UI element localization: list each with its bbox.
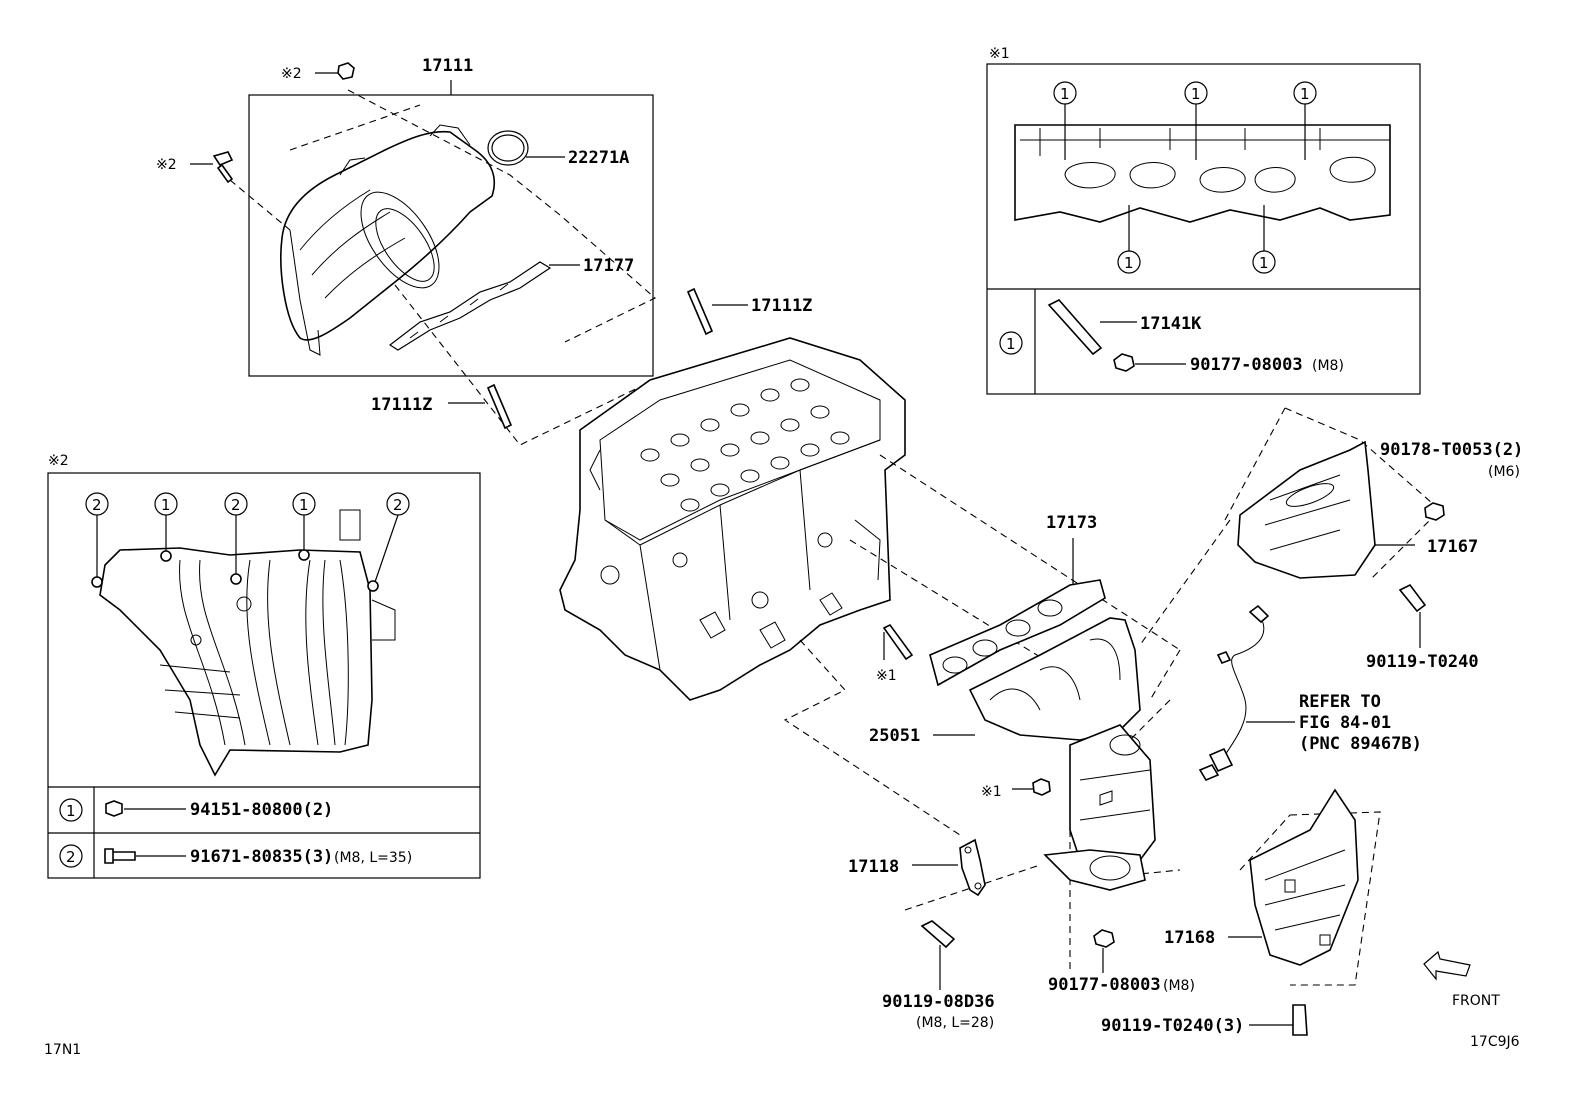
intake-manifold-group: 17111 ※2 ※2 22271A 17177 <box>156 56 656 446</box>
label-17111: 17111 <box>422 56 473 76</box>
label-17177: 17177 <box>583 256 634 276</box>
label-17118: 17118 <box>848 857 899 877</box>
stud-17111Z-group: 17111Z 17111Z <box>371 287 812 430</box>
label-17111Z-right: 17111Z <box>751 296 812 316</box>
note-star2-top: ※2 <box>281 66 302 82</box>
heat-insulator-17167: 17167 <box>1237 440 1478 579</box>
nut-icon <box>105 800 123 817</box>
refer-line-2: FIG 84-01 <box>1299 713 1391 733</box>
note-star2-box: ※2 <box>48 453 69 469</box>
star2-detail-box <box>47 472 481 879</box>
label-17167: 17167 <box>1427 537 1478 557</box>
svg-text:2: 2 <box>393 496 403 514</box>
engine-block-icon <box>559 337 906 701</box>
bracket-17118: 17118 <box>848 838 986 897</box>
svg-text:1: 1 <box>1300 85 1310 103</box>
label-90119-08D36: 90119-08D36 <box>882 992 995 1012</box>
label-17168: 17168 <box>1164 928 1215 948</box>
label-17173: 17173 <box>1046 513 1097 533</box>
svg-text:1: 1 <box>1259 254 1269 272</box>
svg-text:2: 2 <box>66 848 76 866</box>
label-90119-08D36-spec: (M8, L=28) <box>916 1015 994 1031</box>
svg-text:1: 1 <box>161 496 171 514</box>
note-star1-box: ※1 <box>989 46 1010 62</box>
exhaust-gasket-17173: 17173 <box>929 513 1106 687</box>
exhaust-manifold-icon <box>968 617 1156 891</box>
svg-text:2: 2 <box>92 496 102 514</box>
svg-text:1: 1 <box>1060 85 1070 103</box>
nut-icon <box>337 62 355 80</box>
intake-manifold-front-icon <box>99 509 396 777</box>
label-17111Z-left: 17111Z <box>371 395 432 415</box>
label-90177-08003-bottom: 90177-08003 <box>1048 975 1161 995</box>
label-90119-T0240: 90119-T0240 <box>1366 652 1479 672</box>
stud-icon <box>1047 299 1103 356</box>
refer-line-1: REFER TO <box>1299 692 1381 712</box>
star1-detail-group: ※1 1 1 1 1 1 1 <box>986 46 1421 395</box>
cylinder-head-flange-icon <box>1014 124 1391 223</box>
label-90178-T0053: 90178-T0053(2) <box>1380 440 1523 460</box>
gasket-ring-icon <box>487 130 529 166</box>
label-25051: 25051 <box>869 726 920 746</box>
svg-text:1: 1 <box>1124 254 1134 272</box>
stud-icon <box>882 623 914 661</box>
front-label: FRONT <box>1452 993 1500 1009</box>
label-91671-80835-spec: (M8, L=35) <box>334 850 412 866</box>
svg-text:1: 1 <box>299 496 309 514</box>
label-90119-T0240-3: 90119-T0240(3) <box>1101 1016 1244 1036</box>
label-17141K: 17141K <box>1140 314 1202 334</box>
stud-icon <box>686 287 714 336</box>
heat-insulator-17168: 17168 <box>1164 788 1359 966</box>
bolt-icon <box>1398 583 1427 613</box>
oxygen-sensor-icon <box>1198 604 1270 782</box>
label-90177-08003-bottom-spec: (M8) <box>1163 978 1195 994</box>
star2-detail-group: ※2 2 1 2 1 2 1 <box>47 453 481 879</box>
bolt-icon <box>920 920 956 949</box>
code-right: 17C9J6 <box>1470 1034 1520 1050</box>
manifold-gasket-icon <box>388 261 552 351</box>
note-star2-left: ※2 <box>156 157 177 173</box>
nut-icon <box>1424 502 1445 521</box>
svg-text:1: 1 <box>1006 335 1016 353</box>
stud-icon <box>486 383 513 430</box>
nut-icon <box>1113 353 1135 372</box>
note-star1-stud: ※1 <box>876 668 897 684</box>
star1-detail-box <box>986 63 1421 395</box>
bolt-icon <box>104 848 136 864</box>
bolt-icon <box>212 151 234 184</box>
bolt-icon <box>1292 1004 1308 1036</box>
label-90178-T0053-spec: (M6) <box>1488 464 1520 480</box>
label-90177-08003-box: 90177-08003 <box>1190 355 1303 375</box>
label-22271A: 22271A <box>568 148 629 168</box>
intake-manifold-icon <box>280 124 496 356</box>
nut-icon <box>1093 929 1115 948</box>
label-90177-08003-box-spec: (M8) <box>1312 358 1344 374</box>
svg-text:2: 2 <box>231 496 241 514</box>
refer-line-3: (PNC 89467B) <box>1299 734 1422 754</box>
label-91671-80835: 91671-80835(3) <box>190 847 333 867</box>
callout-circles: 1 1 1 1 1 <box>1053 81 1317 274</box>
nut-icon <box>1032 778 1051 796</box>
label-94151-80800: 94151-80800(2) <box>190 800 333 820</box>
callout-circles-star2: 2 1 2 1 2 <box>85 492 410 592</box>
code-left: 17N1 <box>44 1042 81 1058</box>
note-star1-nut: ※1 <box>981 784 1002 800</box>
svg-text:1: 1 <box>66 802 76 820</box>
front-arrow-icon <box>1423 950 1471 981</box>
svg-text:1: 1 <box>1191 85 1201 103</box>
